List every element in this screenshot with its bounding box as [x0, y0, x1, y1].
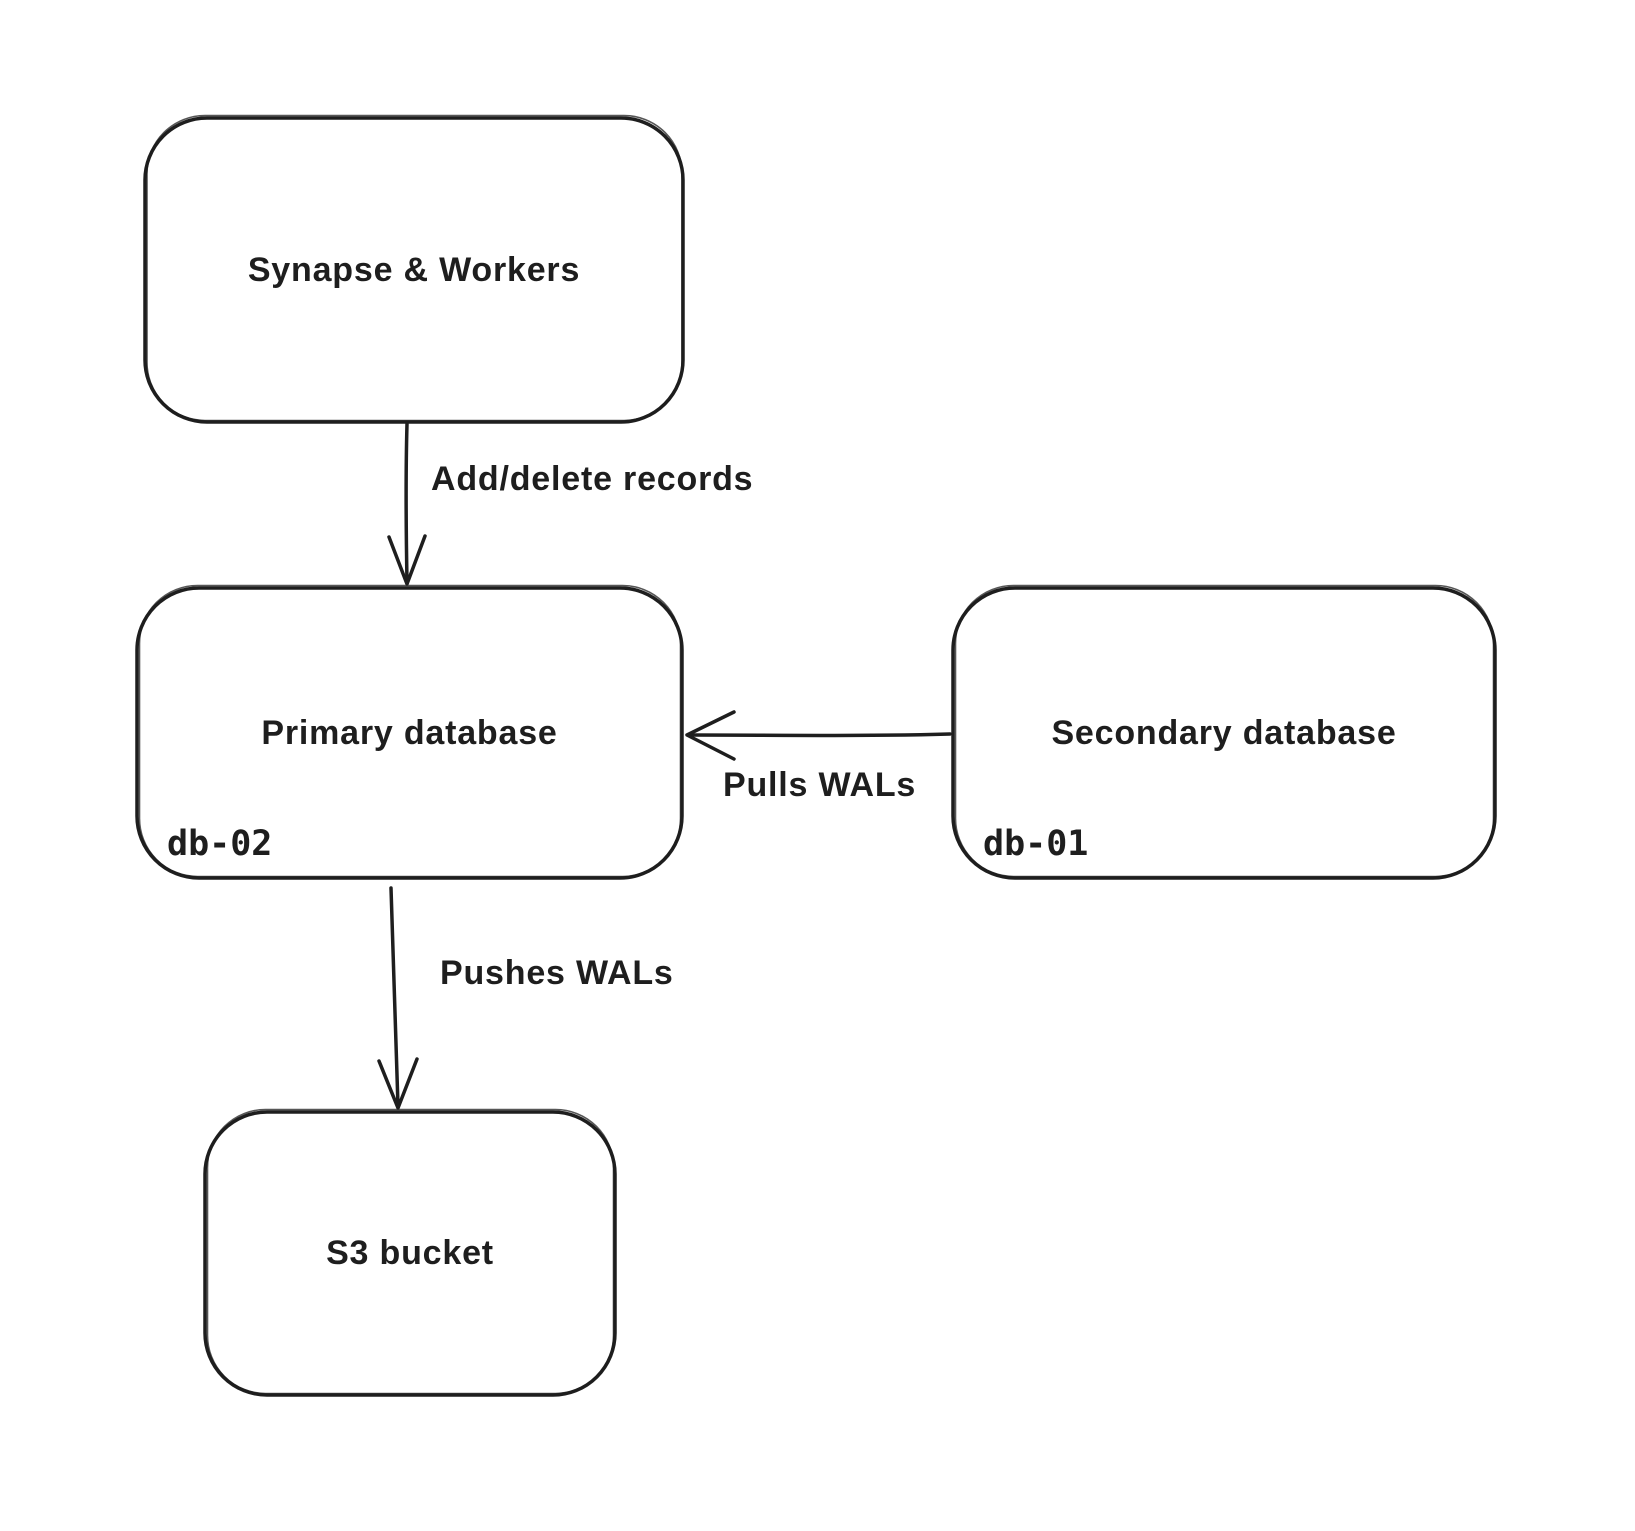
node-secondary-database: Secondary database db-01 — [953, 588, 1495, 878]
node-hostname-tag: db-02 — [167, 824, 273, 864]
node-label: Secondary database — [1051, 713, 1397, 752]
node-label: Synapse & Workers — [247, 250, 581, 289]
node-box-primary-database — [135, 584, 684, 880]
edge-label-add-delete-records: Add/delete records — [431, 460, 754, 498]
node-primary-database: Primary database db-02 — [137, 588, 682, 878]
arrow-head — [387, 534, 427, 586]
node-box-secondary-database — [951, 584, 1497, 880]
edge-label-pulls-wals: Pulls WALs — [723, 766, 917, 804]
edge-label-pushes-wals: Pushes WALs — [440, 954, 674, 992]
node-s3-bucket: S3 bucket — [205, 1112, 615, 1395]
node-synapse-workers: Synapse & Workers — [145, 118, 683, 422]
node-label: Primary database — [261, 713, 558, 752]
arrow-head — [685, 710, 736, 761]
arrow-shaft — [688, 732, 952, 738]
node-hostname-tag: db-01 — [983, 824, 1089, 864]
node-box-synapse-workers — [143, 114, 685, 424]
node-box-s3-bucket — [203, 1108, 617, 1397]
node-label: S3 bucket — [326, 1234, 494, 1272]
arrow-shaft — [389, 886, 400, 1108]
arrow-head — [377, 1057, 419, 1110]
arrow-pulls-wals — [685, 710, 952, 761]
arrow-pushes-wals — [377, 886, 419, 1110]
arrow-shaft — [404, 422, 409, 584]
arrow-add-delete-records — [387, 422, 427, 586]
